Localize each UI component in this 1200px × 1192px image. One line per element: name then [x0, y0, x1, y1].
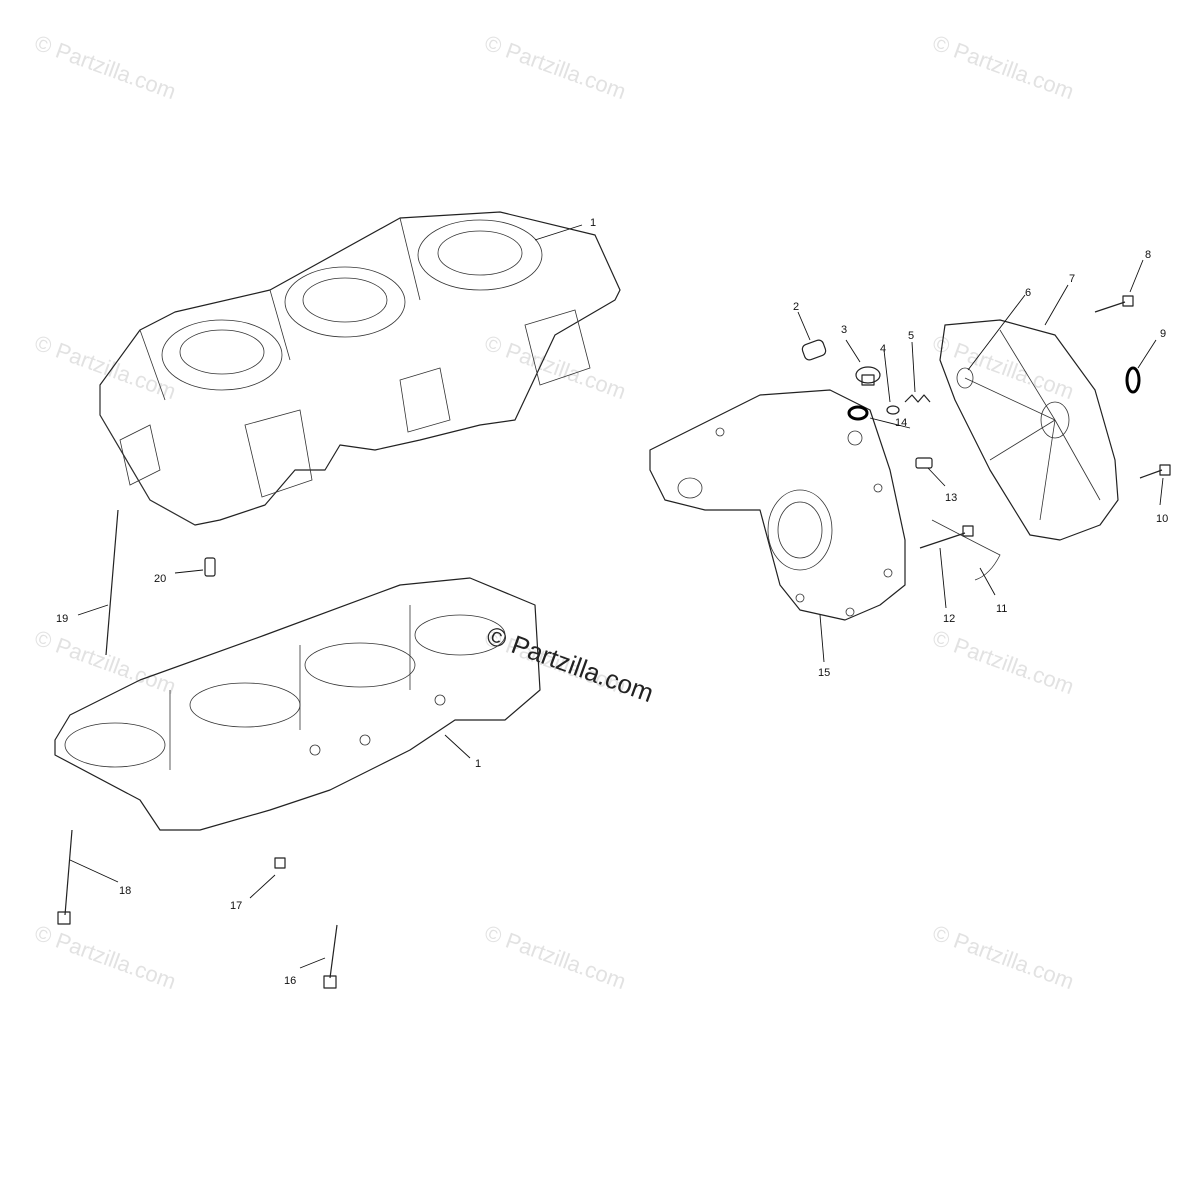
upper-crankcase[interactable]	[99, 211, 621, 526]
callout-5: 5	[908, 330, 914, 342]
callout-15: 15	[818, 667, 830, 679]
callout-2: 2	[793, 301, 799, 313]
callout-numbers: 1 1 2 3 4 5 6 7 8 9 10 11 12 13 14 15 16…	[56, 217, 1168, 987]
callout-7: 7	[1069, 273, 1075, 285]
rear-cover[interactable]	[939, 319, 1119, 541]
callout-14: 14	[895, 417, 907, 429]
bushing-part[interactable]	[801, 339, 827, 362]
callout-20: 20	[154, 573, 166, 585]
callout-4: 4	[880, 343, 886, 355]
callout-17: 17	[230, 900, 242, 912]
oil-plug-part[interactable]	[855, 366, 881, 386]
callout-3: 3	[841, 324, 847, 336]
callout-12: 12	[943, 613, 955, 625]
callout-1-upper: 1	[590, 217, 596, 229]
callout-10: 10	[1156, 513, 1168, 525]
leader-lines	[69, 224, 1164, 969]
callout-9: 9	[1160, 328, 1166, 340]
washer-part[interactable]	[886, 405, 900, 415]
front-cover[interactable]	[649, 389, 906, 621]
callout-18: 18	[119, 885, 131, 897]
callout-11: 11	[996, 603, 1007, 615]
callout-1-lower: 1	[475, 758, 481, 770]
spring-part[interactable]	[904, 394, 931, 403]
callout-8: 8	[1145, 249, 1151, 261]
dowel-pin-part[interactable]	[204, 457, 933, 577]
callout-19: 19	[56, 613, 68, 625]
callout-16: 16	[284, 975, 296, 987]
lower-crankcase[interactable]	[54, 577, 541, 831]
callout-6: 6	[1025, 287, 1031, 299]
o-ring-part[interactable]	[847, 366, 1141, 421]
bolt-parts[interactable]	[57, 295, 1171, 989]
callout-13: 13	[945, 492, 957, 504]
